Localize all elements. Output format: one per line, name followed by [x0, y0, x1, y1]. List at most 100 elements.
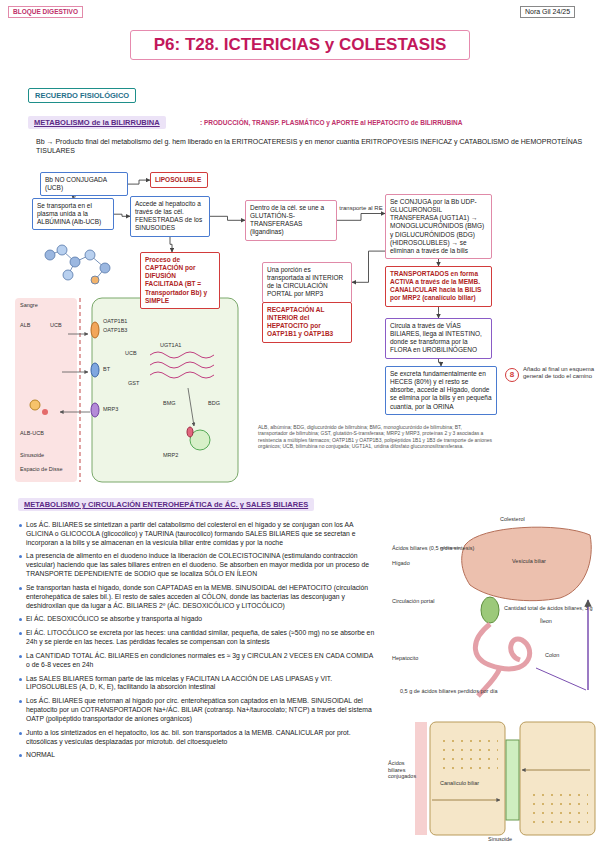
figure-shape — [70, 257, 80, 267]
figure-label: Sinusoide — [20, 452, 44, 459]
bullet-text: Los ÁC. BILIARES se sintetizan a partir … — [18, 521, 378, 547]
figure-label: MRP2 — [163, 452, 178, 459]
callout-circle: 8 — [505, 368, 519, 382]
figure-label: Hepatocito — [392, 655, 470, 662]
figure-shape — [60, 334, 194, 426]
figure-shape — [475, 624, 529, 669]
figure-label: UCB — [125, 350, 137, 357]
figure-label: ALB-UCB — [20, 430, 44, 437]
node-text: Accede al hepatocito a través de las cél… — [135, 200, 205, 233]
bullet-text: El ÁC. LITOCÓLICO se excreta por las hec… — [18, 629, 378, 647]
figure-label: Hígado — [392, 560, 458, 567]
node-text: RECUERDO FISIOLÓGICO — [35, 91, 129, 100]
figure-label: Sinusoide — [488, 836, 512, 843]
bullet-text: La presencia de alimento en el duodeno i… — [18, 552, 378, 578]
connector — [438, 307, 439, 319]
sub-text: : PRODUCCIÓN, TRANSP. PLASMÁTICO y APORT… — [200, 119, 590, 127]
figure-shape — [91, 322, 99, 338]
bb-text: Bb → Producto final del metabolismo del … — [36, 137, 588, 155]
process-box: Se excreta fundamentalmente en HECES (80… — [385, 366, 497, 415]
node-text: METABOLISMO de la BILIRRUBINA — [34, 118, 160, 127]
figure-label: MRP3 — [103, 406, 118, 413]
figure-shape — [187, 427, 193, 437]
figure-label: OATP1B3 — [103, 327, 127, 334]
figure-shape — [68, 334, 88, 335]
figure-label: OATP1B1 — [103, 318, 127, 325]
process-box: Proceso de CAPTACIÓN por DIFUSIÓN FACILI… — [140, 252, 220, 309]
figure-shape — [536, 668, 586, 690]
figure-label: UGT1A1 — [160, 342, 181, 349]
node-text: METABOLISMO y CIRCULACIÓN ENTEROHEPÁTICA… — [24, 500, 308, 509]
figure-shape — [481, 597, 499, 623]
figure-shape — [79, 298, 80, 482]
figure-label: Canalículo biliar — [440, 780, 479, 787]
node-text: Una porción es transportada al INTERIOR … — [267, 266, 347, 299]
bullet-text: Se transportan hasta el hígado, donde so… — [18, 584, 378, 610]
page-title: P6: T28. ICTERICIAS y COLESTASIS — [130, 30, 470, 60]
figure-shape — [63, 270, 73, 280]
figure-shape — [522, 770, 590, 771]
edge-label: transporte al RE — [339, 205, 382, 212]
figure-shape — [85, 250, 95, 260]
bullet-text: Los ÁC. BILIARES que retornan al hígado … — [18, 697, 378, 723]
bullet-text: La CANTIDAD TOTAL ÁC. BILIARES en condic… — [18, 652, 378, 670]
connector — [439, 359, 442, 367]
figure-label: ALB — [20, 322, 30, 329]
process-box: Se transporta en el plasma unida a la AL… — [32, 198, 114, 230]
node-text: RECAPTACIÓN AL INTERIOR del HEPATOCITO p… — [267, 306, 347, 339]
node-text: Se transporta en el plasma unida a la AL… — [37, 202, 109, 226]
figure-shape — [587, 600, 589, 690]
figure-label: Sangre — [20, 302, 38, 309]
figure-shape — [432, 800, 500, 801]
figure-shape — [45, 245, 110, 284]
figure-label: Cantidad total de ácidos biliares, 3 g — [504, 605, 593, 612]
process-box: Una porción es transportada al INTERIOR … — [262, 262, 352, 303]
node-text: Se excreta fundamentalmente en HECES (80… — [390, 370, 492, 411]
process-box: Accede al hepatocito a través de las cél… — [130, 196, 210, 237]
connector — [438, 259, 439, 266]
process-box: Se CONJUGA por la Bb UDP-GLUCURONOSIL TR… — [385, 194, 492, 259]
figure-shape — [188, 388, 194, 426]
section-header: METABOLISMO de la BILIRRUBINA — [28, 116, 166, 129]
connector — [114, 214, 130, 216]
figure-shape — [436, 740, 498, 770]
section-header: METABOLISMO y CIRCULACIÓN ENTEROHEPÁTICA… — [18, 498, 314, 511]
figure-shape — [430, 722, 505, 835]
figure-shape — [150, 352, 214, 378]
figure-shape — [432, 770, 590, 800]
figure-shape — [62, 372, 88, 373]
figure-shape — [91, 276, 99, 284]
node-text: 8 — [506, 369, 518, 381]
process-box: Circula a través de VÍAS BILIARES, llega… — [385, 318, 492, 359]
figure-shape — [30, 400, 40, 410]
figure-label: Ácidos biliares conjugados — [388, 760, 414, 780]
bullet-text: NORMAL — [18, 751, 378, 760]
figure-shape — [100, 263, 110, 273]
figure-shape — [91, 363, 99, 377]
connector — [128, 180, 150, 184]
process-box: TRANSPORTADOS en forma ACTIVA a través d… — [385, 266, 492, 307]
node-text: LIPOSOLUBLE — [155, 176, 203, 184]
figure-shape — [462, 527, 592, 601]
process-box: Bb NO CONJUGADA (UCB) — [40, 172, 128, 196]
process-box: Dentro de la cél. se une a GLUTATIÓN-S-T… — [245, 200, 337, 241]
tag-text: BLOQUE DIGESTIVO — [8, 6, 83, 18]
figure-label: 0,5 g de ácidos biliares perdidos por dí… — [400, 688, 498, 695]
connector — [352, 251, 385, 282]
connector — [170, 237, 172, 253]
figure-label: GST — [128, 380, 139, 387]
figure-label: Colon — [545, 652, 559, 659]
figure-shape — [528, 790, 588, 828]
process-box: RECAPTACIÓN AL INTERIOR del HEPATOCITO p… — [262, 302, 352, 343]
connector — [210, 216, 245, 220]
connector — [337, 214, 385, 221]
figure-shape — [506, 740, 519, 820]
bullet-list: Los ÁC. BILIARES se sintetizan a partir … — [18, 521, 378, 765]
figure-label: UCB — [50, 322, 62, 329]
bullet-text: El ÁC. DESOXICÓLICO se absorbe y transpo… — [18, 615, 378, 624]
figure-label: Vesícula biliar — [512, 558, 546, 565]
figure-label: BDG — [208, 400, 220, 407]
figure-label: Circulación portal — [392, 598, 464, 605]
bullet-text: Junto a los sintetizados en el hepatocit… — [18, 729, 378, 747]
